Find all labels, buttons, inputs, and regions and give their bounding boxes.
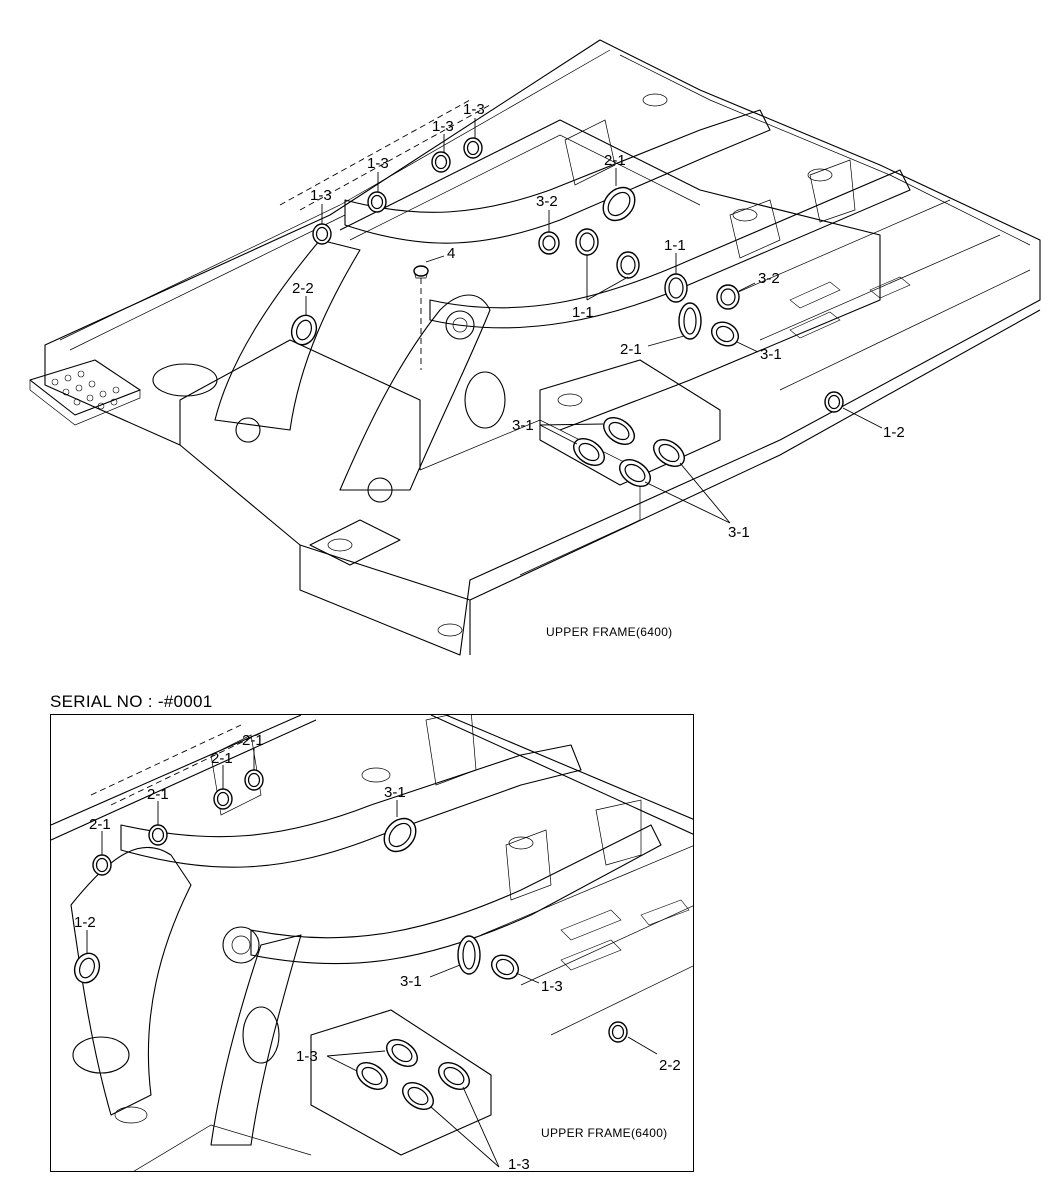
inset-ring-2-1-d — [92, 854, 112, 876]
callout-3-1-c: 3-1 — [728, 524, 750, 541]
ring-1-3-d — [312, 223, 332, 245]
inset-ring-2-1-c — [148, 824, 168, 846]
inset-ring-1-3-c — [356, 1062, 388, 1090]
inset-caption: UPPER FRAME(6400) — [541, 1126, 667, 1140]
callout-1-1-a: 1-1 — [664, 237, 686, 254]
callout-3-2-b: 3-2 — [758, 270, 780, 287]
inset-ring-2-1-b — [213, 788, 233, 810]
inset-ring-1-3-b — [386, 1039, 418, 1067]
step-holes — [51, 370, 120, 410]
ring-3-1-e — [619, 459, 651, 487]
upper-frame-diagram: 1-3 1-3 1-3 1-3 2-1 3-2 4 2-2 1-1 3-2 1-… — [29, 39, 1041, 656]
ring-1-2 — [824, 391, 844, 413]
top-caption: UPPER FRAME(6400) — [546, 625, 672, 639]
inset-callout-1-3-a: 1-3 — [541, 978, 563, 995]
inset-callout-1-2: 1-2 — [74, 914, 96, 931]
inset-ring-2-1-a — [244, 769, 264, 791]
leader-lines — [305, 118, 883, 524]
inset-callout-3-1-b: 3-1 — [400, 973, 422, 990]
ring-1-1-b — [616, 251, 640, 279]
inset-ring-1-3-d — [438, 1062, 470, 1090]
inset-callout-2-1-b: 2-1 — [211, 750, 233, 767]
inset-diagram: 2-1 2-1 2-1 2-1 3-1 1-2 3-1 1-3 1-3 2-2 … — [51, 715, 693, 1172]
inset-callout-2-1-c: 2-1 — [147, 786, 169, 803]
ring-3-1-a — [710, 321, 740, 347]
ring-2-1-a — [602, 186, 636, 222]
inset-leader-lines — [86, 748, 658, 1168]
callout-3-1-a: 3-1 — [760, 346, 782, 363]
inset-callout-2-1-a: 2-1 — [242, 732, 264, 749]
callout-1-3-c: 1-3 — [367, 155, 389, 172]
callout-2-1-a: 2-1 — [604, 152, 626, 169]
frame-drawing — [29, 39, 1041, 656]
callout-1-3-a: 1-3 — [463, 101, 485, 118]
inset-ring-3-1-b — [457, 935, 481, 975]
inset-callout-2-2: 2-2 — [659, 1057, 681, 1074]
inset-ring-1-2 — [73, 952, 101, 984]
serial-number-label: SERIAL NO : -#0001 — [50, 692, 213, 711]
inset-seal-rings — [73, 769, 628, 1110]
inset-ring-2-2 — [608, 1021, 628, 1043]
inset-callout-2-1-d: 2-1 — [89, 816, 111, 833]
ring-1-1-a — [575, 228, 599, 256]
seal-rings — [290, 137, 844, 487]
plug-4 — [413, 265, 429, 279]
inset-ring-1-3-a — [490, 954, 520, 980]
ring-1-3-c — [367, 191, 387, 213]
inset-callout-1-3-b: 1-3 — [296, 1048, 318, 1065]
inset-callout-1-3-c: 1-3 — [508, 1156, 530, 1172]
ring-3-2-b — [716, 284, 740, 310]
callout-2-1-b: 2-1 — [620, 341, 642, 358]
callout-2-2: 2-2 — [292, 280, 314, 297]
inset-frame-drawing — [51, 715, 693, 1171]
callout-4: 4 — [447, 245, 455, 262]
ring-2-2 — [290, 314, 318, 346]
ring-3-1-c — [573, 438, 605, 466]
callout-1-1-b: 1-1 — [572, 304, 594, 321]
callout-labels: 1-3 1-3 1-3 1-3 2-1 3-2 4 2-2 1-1 3-2 1-… — [292, 101, 905, 541]
ring-1-3-b — [431, 151, 451, 173]
callout-1-2: 1-2 — [883, 424, 905, 441]
ring-1-3-a — [463, 137, 483, 159]
callout-3-2-a: 3-2 — [536, 193, 558, 210]
ring-3-1-d — [653, 439, 685, 467]
callout-1-3-d: 1-3 — [310, 187, 332, 204]
inset-ring-3-1-a — [383, 817, 417, 853]
inset-callout-3-1-a: 3-1 — [384, 784, 406, 801]
inset-callout-labels: 2-1 2-1 2-1 2-1 3-1 1-2 3-1 1-3 1-3 2-2 … — [74, 732, 681, 1172]
inset-ring-1-3-e — [402, 1082, 434, 1110]
ring-3-1-b — [603, 417, 635, 445]
callout-3-1-b: 3-1 — [512, 417, 534, 434]
inset-diagram-frame: 2-1 2-1 2-1 2-1 3-1 1-2 3-1 1-3 1-3 2-2 … — [50, 714, 694, 1172]
ring-3-2-a — [538, 231, 560, 255]
ring-2-1-b — [678, 302, 702, 340]
callout-1-3-b: 1-3 — [432, 118, 454, 135]
ring-1-1-c — [664, 273, 688, 303]
